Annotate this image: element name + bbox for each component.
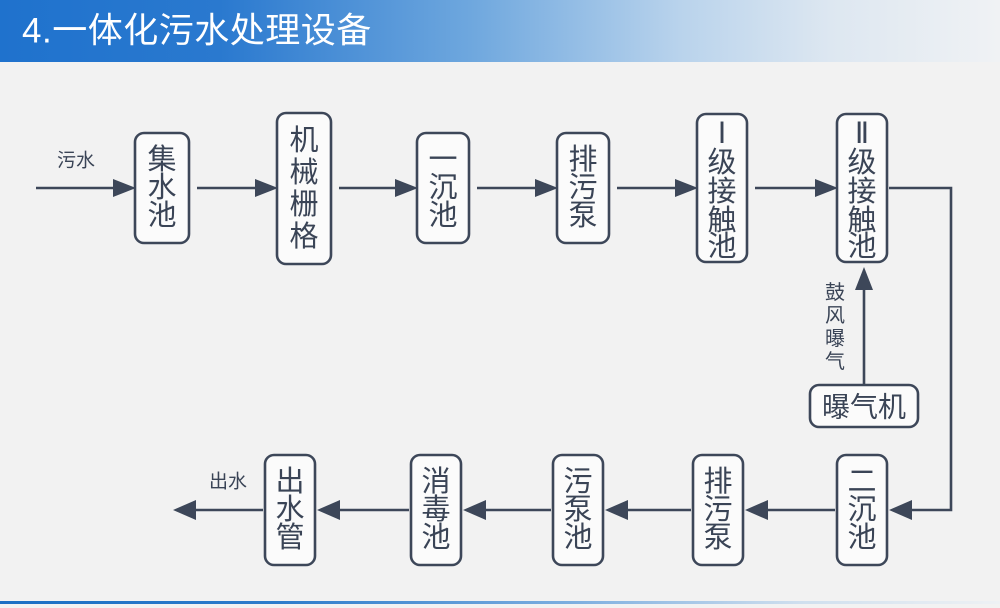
node-mechanical-grid-char-1: 械 xyxy=(289,156,318,189)
node-primary-sedimentation-char-1: 沉 xyxy=(428,171,457,204)
aeration-vertical-label: 鼓 风 曝 气 xyxy=(825,281,845,373)
node-contact-tank-1-char-0: Ⅰ xyxy=(718,118,727,150)
node-sewage-pump-2-char-2: 泵 xyxy=(703,522,732,554)
node-contact-tank-1-char-2: 接 xyxy=(707,175,736,208)
title-bar: 4.一体化污水处理设备 xyxy=(0,0,1000,62)
edge-sludge-pump-tank-to-disinfection-tank xyxy=(463,500,551,520)
node-sewage-pump-2-char-0: 排 xyxy=(703,465,732,498)
node-contact-tank-2-char-1: 级 xyxy=(847,146,876,179)
node-blower-label: 曝气机 xyxy=(822,392,906,423)
edge-label-inlet: 污水 xyxy=(57,150,95,172)
footer-rule xyxy=(0,601,1000,604)
node-outlet-pipe[interactable]: 出 水 管 xyxy=(263,453,317,567)
process-flow-diagram: 污水 xyxy=(36,111,953,567)
node-collection-tank-char-2: 池 xyxy=(147,199,176,232)
node-contact-tank-2[interactable]: Ⅱ 级 接 触 池 xyxy=(835,112,889,264)
node-disinfection-tank-char-1: 毒 xyxy=(421,493,450,526)
node-sewage-pump-2[interactable]: 排 污 泵 xyxy=(691,453,745,567)
aeration-label-c0: 鼓 xyxy=(825,281,845,304)
edge-contact-tank-1-to-contact-tank-2 xyxy=(755,179,838,197)
node-contact-tank-2-char-2: 接 xyxy=(847,175,876,208)
node-outlet-pipe-char-2: 管 xyxy=(275,521,304,554)
node-contact-tank-1-char-3: 触 xyxy=(707,204,736,237)
node-disinfection-tank[interactable]: 消 毒 池 xyxy=(409,453,463,567)
node-mechanical-grid[interactable]: 机 械 栅 格 xyxy=(275,111,333,266)
node-contact-tank-1-char-1: 级 xyxy=(707,146,736,179)
node-sludge-pump-tank[interactable]: 污 泵 池 xyxy=(551,453,605,567)
edge-collection-to-grid xyxy=(197,179,278,197)
edge-outlet-pipe-to-outlet: 出水 xyxy=(173,471,263,520)
edge-blower-to-contact-tank-2 xyxy=(855,267,873,384)
edge-grid-to-primary-sedimentation xyxy=(339,179,418,197)
edge-primary-sedimentation-to-sewage-pump xyxy=(477,179,558,197)
node-sewage-pump-2-char-1: 污 xyxy=(703,494,732,526)
node-secondary-sedimentation-char-2: 池 xyxy=(847,521,876,554)
node-sludge-pump-tank-char-1: 泵 xyxy=(563,494,592,526)
node-sewage-pump-char-2: 泵 xyxy=(568,200,597,232)
aeration-label-c3: 气 xyxy=(825,350,845,373)
node-outlet-pipe-char-1: 水 xyxy=(275,493,304,526)
edge-inlet-to-collection-tank: 污水 xyxy=(36,150,136,197)
node-contact-tank-1-char-4: 池 xyxy=(707,230,736,263)
edge-contact-tank-2-to-secondary-sedimentation xyxy=(889,186,953,520)
node-primary-sedimentation-char-0: 一 xyxy=(428,144,457,176)
edge-sewage-pump-2-to-sludge-pump-tank xyxy=(605,500,691,520)
node-contact-tank-2-char-0: Ⅱ xyxy=(855,118,869,150)
edge-disinfection-tank-to-outlet-pipe xyxy=(317,500,409,520)
node-secondary-sedimentation-char-1: 沉 xyxy=(847,493,876,526)
node-sewage-pump[interactable]: 排 污 泵 xyxy=(555,131,611,245)
node-secondary-sedimentation-char-0: 二 xyxy=(847,466,876,498)
page-title: 4.一体化污水处理设备 xyxy=(22,11,372,51)
node-blower[interactable]: 曝气机 xyxy=(808,383,920,429)
node-secondary-sedimentation-tank[interactable]: 二 沉 池 xyxy=(835,453,889,567)
node-collection-tank-char-1: 水 xyxy=(147,171,176,204)
edge-label-outlet: 出水 xyxy=(209,471,247,493)
node-sludge-pump-tank-char-2: 池 xyxy=(563,521,592,554)
node-collection-tank[interactable]: 集 水 池 xyxy=(133,131,191,245)
node-contact-tank-2-char-3: 触 xyxy=(847,204,876,237)
node-mechanical-grid-char-0: 机 xyxy=(289,124,318,157)
node-primary-sedimentation-tank[interactable]: 一 沉 池 xyxy=(415,131,471,245)
node-sewage-pump-char-1: 污 xyxy=(568,172,597,204)
node-sludge-pump-tank-char-0: 污 xyxy=(563,466,592,498)
node-mechanical-grid-char-2: 栅 xyxy=(289,188,318,221)
node-contact-tank-2-char-4: 池 xyxy=(847,230,876,263)
node-collection-tank-char-0: 集 xyxy=(147,143,176,176)
aeration-label-c1: 风 xyxy=(825,305,845,327)
node-disinfection-tank-char-0: 消 xyxy=(421,465,450,498)
aeration-label-c2: 曝 xyxy=(825,328,845,350)
node-mechanical-grid-char-3: 格 xyxy=(289,220,318,253)
node-primary-sedimentation-char-2: 池 xyxy=(428,199,457,232)
node-sewage-pump-char-0: 排 xyxy=(568,143,597,176)
node-outlet-pipe-char-0: 出 xyxy=(275,465,304,498)
node-disinfection-tank-char-2: 池 xyxy=(421,521,450,554)
node-contact-tank-1[interactable]: Ⅰ 级 接 触 池 xyxy=(695,112,749,264)
edge-sewage-pump-to-contact-tank-1 xyxy=(617,179,698,197)
diagram-area: 污水 xyxy=(0,62,1000,601)
edge-secondary-sedimentation-to-sewage-pump-2 xyxy=(745,500,835,520)
